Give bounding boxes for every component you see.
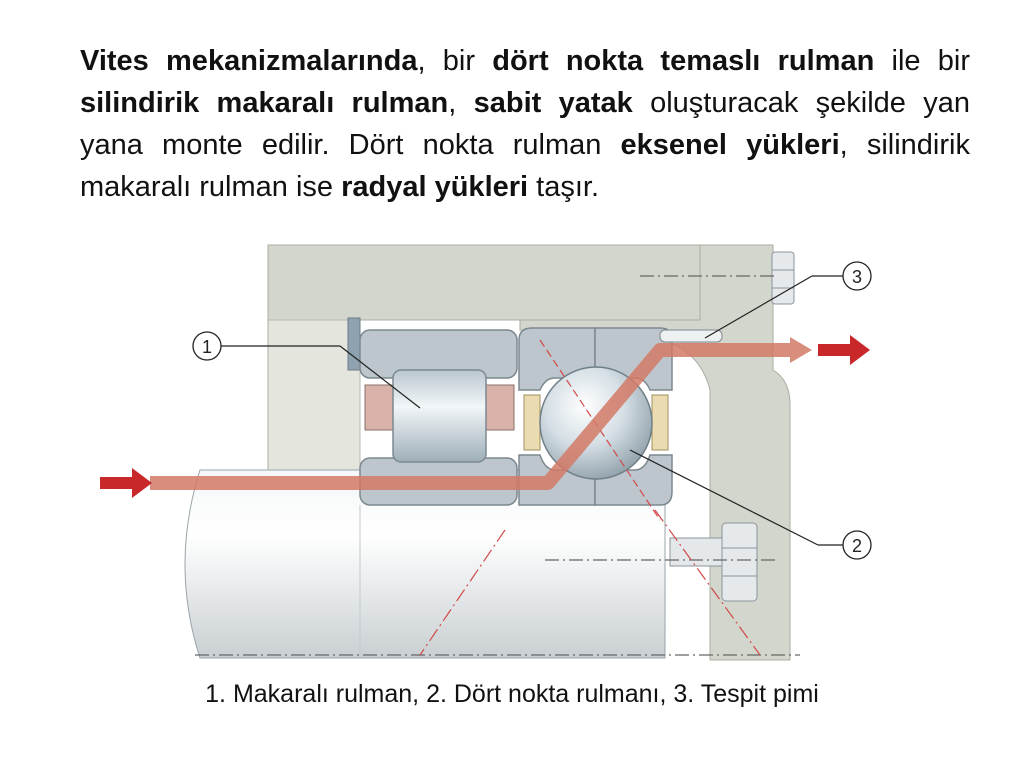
leader-lines: [221, 275, 843, 546]
bearing-diagram: 1 2 3: [100, 244, 872, 661]
callout-3-label: 3: [852, 267, 862, 287]
top-bolt: [771, 251, 795, 305]
callout-3: 3: [842, 261, 872, 291]
bottom-bolt: [669, 522, 758, 602]
callout-1-label: 1: [202, 337, 212, 357]
paragraph-segment: eksenel yükleri: [620, 129, 840, 161]
input-arrow: [100, 468, 152, 498]
paragraph-segment: , silindirik makaralı rulman ise: [80, 129, 970, 203]
paragraph-segment: taşır.: [528, 171, 600, 203]
callout-2: 2: [842, 530, 872, 560]
load-path: [150, 337, 812, 490]
paragraph-segment: silindirik makaralı rulman: [80, 87, 449, 119]
paragraph-segment: ile bir: [874, 45, 970, 77]
paragraph-segment: sabit yatak: [473, 87, 633, 119]
paragraph-segment: Vites mekanizmalarında: [80, 45, 418, 77]
output-arrow: [818, 335, 870, 365]
paragraph-segment: , bir: [417, 45, 493, 77]
description-paragraph: Vites mekanizmalarında, bir dört nokta t…: [80, 40, 970, 208]
callout-1: 1: [192, 331, 222, 361]
callout-2-label: 2: [852, 536, 862, 556]
paragraph-segment: dört nokta temaslı rulman: [492, 45, 875, 77]
paragraph-segment: ,: [448, 87, 474, 119]
paragraph-segment: radyal yükleri: [341, 171, 529, 203]
figure-caption: 1. Makaralı rulman, 2. Dört nokta rulman…: [205, 680, 819, 708]
shaft: [184, 469, 666, 659]
paragraph-segment: oluşturacak şekilde yan yana monte edili…: [80, 87, 970, 161]
locating-pin: [659, 329, 723, 343]
